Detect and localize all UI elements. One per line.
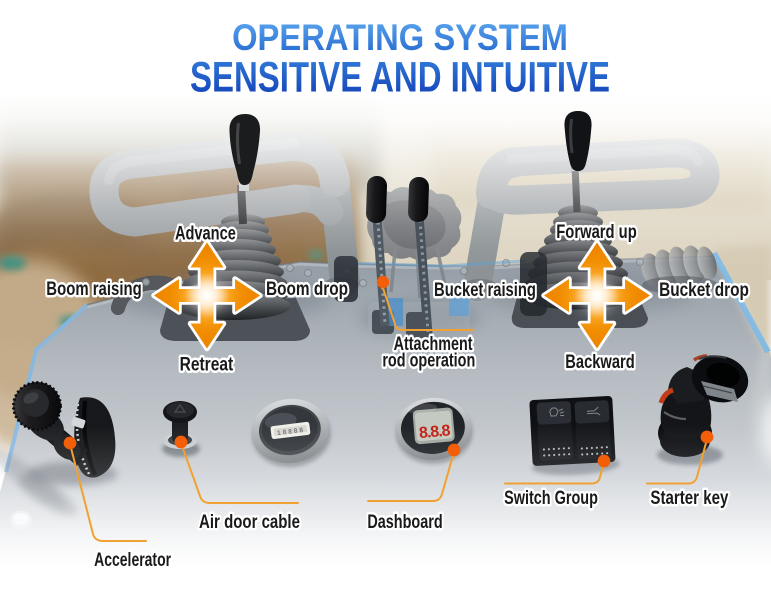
svg-text:Boom drop: Boom drop <box>266 278 348 300</box>
svg-text:Air door cable: Air door cable <box>199 510 300 532</box>
svg-text:Attachment: Attachment <box>394 333 473 355</box>
svg-text:OPERATING SYSTEM: OPERATING SYSTEM <box>232 17 568 58</box>
svg-text:Retreat: Retreat <box>180 353 234 375</box>
svg-text:Bucket raising: Bucket raising <box>434 278 536 300</box>
svg-text:Switch Group: Switch Group <box>504 487 598 509</box>
svg-text:Backward: Backward <box>565 350 634 372</box>
svg-text:Boom raising: Boom raising <box>46 277 141 299</box>
svg-text:rod operation: rod operation <box>382 349 475 371</box>
svg-text:Bucket drop: Bucket drop <box>659 278 749 300</box>
svg-text:Advance: Advance <box>175 223 236 244</box>
svg-text:Dashboard: Dashboard <box>367 511 442 533</box>
svg-text:SENSITIVE AND INTUITIVE: SENSITIVE AND INTUITIVE <box>190 54 610 101</box>
svg-text:Forward up: Forward up <box>556 220 636 242</box>
svg-text:Starter key: Starter key <box>650 486 728 508</box>
svg-text:Accelerator: Accelerator <box>94 549 171 571</box>
